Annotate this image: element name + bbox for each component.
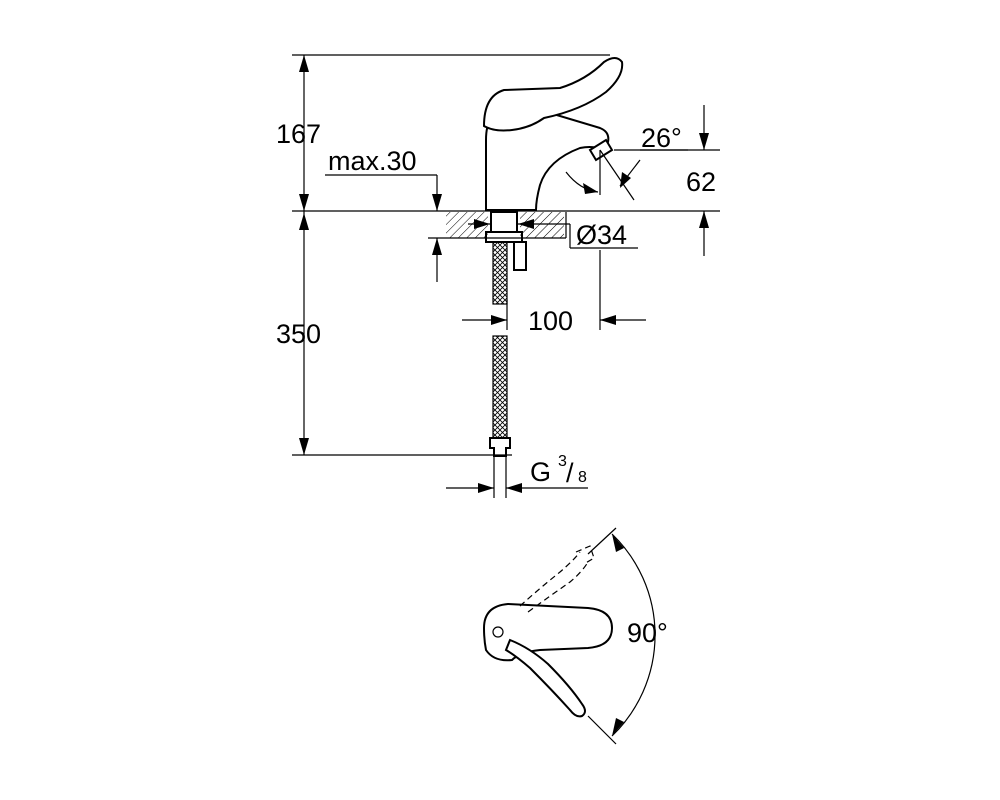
lever-rotated-outline — [519, 551, 589, 613]
spout-angle-label: 26° — [641, 123, 682, 153]
lever-rotation-label: 90° — [627, 618, 668, 648]
stud — [513, 241, 527, 271]
hose-length-label: 350 — [276, 319, 321, 349]
top-lever — [504, 638, 586, 718]
connection-denominator: 8 — [578, 469, 587, 486]
hole-diameter-label: Ø34 — [576, 220, 627, 250]
faucet-top-view — [482, 527, 656, 745]
height-total-label: 167 — [276, 119, 321, 149]
spout-reach-label: 100 — [528, 306, 573, 336]
connection-slash: / — [566, 458, 574, 488]
lever-handle — [482, 57, 624, 132]
connection-numerator: 3 — [558, 453, 567, 470]
hose-upper — [492, 241, 508, 305]
connection-prefix-label: G — [530, 457, 551, 487]
aerator — [588, 138, 614, 162]
dimension-lines — [292, 54, 720, 498]
faucet-side-view — [482, 57, 624, 457]
hose-lower — [492, 335, 508, 439]
nut — [485, 231, 523, 243]
spout-height-label: 62 — [686, 167, 716, 197]
deck-thickness-label: max.30 — [328, 146, 417, 176]
hose-fitting — [489, 437, 511, 457]
